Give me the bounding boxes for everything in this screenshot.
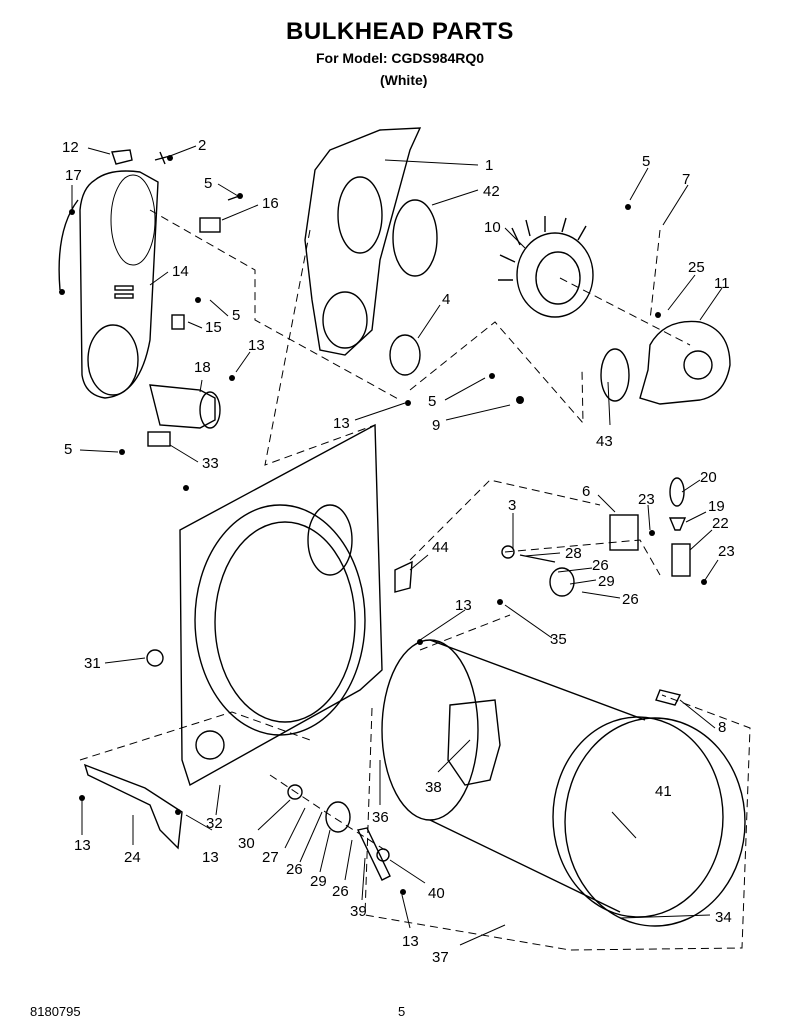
callout-5: 5 <box>642 153 650 170</box>
callout-20: 20 <box>700 469 717 486</box>
callout-4: 4 <box>442 291 450 308</box>
callout-37: 37 <box>432 949 449 966</box>
callout-18: 18 <box>194 359 211 376</box>
callout-33: 33 <box>202 455 219 472</box>
callout-25: 25 <box>688 259 705 276</box>
callout-26: 26 <box>592 557 609 574</box>
callout-40: 40 <box>428 885 445 902</box>
callout-26: 26 <box>332 883 349 900</box>
callout-27: 27 <box>262 849 279 866</box>
callout-22: 22 <box>712 515 729 532</box>
callout-34: 34 <box>715 909 732 926</box>
seal-42 <box>392 199 438 277</box>
callout-42: 42 <box>483 183 500 200</box>
nut-31 <box>146 649 164 667</box>
callout-13: 13 <box>202 849 219 866</box>
callout-5: 5 <box>204 175 212 192</box>
callout-41: 41 <box>655 783 672 800</box>
callout-26: 26 <box>622 591 639 608</box>
callout-17: 17 <box>65 167 82 184</box>
document-number: 8180795 <box>30 1004 81 1019</box>
callout-15: 15 <box>205 319 222 336</box>
callout-5: 5 <box>232 307 240 324</box>
arm-39 <box>356 827 391 881</box>
bracket-22 <box>671 543 691 577</box>
callout-13: 13 <box>402 933 419 950</box>
front-panel-part <box>58 170 159 399</box>
gasket-44 <box>394 560 413 593</box>
bracket-16 <box>199 217 221 233</box>
callout-7: 7 <box>682 171 690 188</box>
callout-13: 13 <box>455 597 472 614</box>
callout-19: 19 <box>708 498 725 515</box>
clip-8 <box>655 689 682 706</box>
callout-11: 11 <box>714 275 730 292</box>
seal-34 <box>564 717 746 927</box>
callout-30: 30 <box>238 835 255 852</box>
callout-29: 29 <box>598 573 615 590</box>
page-title: BULKHEAD PARTS <box>286 18 514 45</box>
wire-harness-18 <box>149 384 221 429</box>
callout-14: 14 <box>172 263 189 280</box>
callout-23: 23 <box>638 491 655 508</box>
rail-24 <box>83 763 183 850</box>
sensor-20 <box>669 477 685 507</box>
callout-35: 35 <box>550 631 567 648</box>
washer-30 <box>287 784 303 800</box>
callout-24: 24 <box>124 849 141 866</box>
roller-29b <box>325 801 351 833</box>
callout-8: 8 <box>718 719 726 736</box>
page-number: 5 <box>398 1004 406 1019</box>
callout-3: 3 <box>508 497 516 514</box>
roller-29 <box>549 567 575 597</box>
color-line: (White) <box>380 72 428 88</box>
washer-40 <box>376 848 390 862</box>
callout-16: 16 <box>262 195 279 212</box>
seal-43 <box>600 348 630 402</box>
blower-housing-part <box>639 320 731 405</box>
callout-32: 32 <box>206 815 223 832</box>
bracket-33 <box>147 431 171 447</box>
callout-23: 23 <box>718 543 735 560</box>
callout-10: 10 <box>484 219 501 236</box>
callout-12: 12 <box>62 139 79 156</box>
washer-3 <box>501 545 515 559</box>
callout-13: 13 <box>74 837 91 854</box>
callout-31: 31 <box>84 655 101 672</box>
callout-9: 9 <box>432 417 440 434</box>
callout-6: 6 <box>582 483 590 500</box>
callout-38: 38 <box>425 779 442 796</box>
callout-29: 29 <box>310 873 327 890</box>
callout-36: 36 <box>372 809 389 826</box>
bulkhead-part <box>179 423 383 787</box>
callout-44: 44 <box>432 539 449 556</box>
blower-wheel-part <box>498 216 594 318</box>
callout-39: 39 <box>350 903 367 920</box>
callout-5: 5 <box>64 441 72 458</box>
seal-4 <box>389 334 421 376</box>
bracket-12 <box>111 149 133 165</box>
clip-15 <box>171 314 185 330</box>
clip-19 <box>668 517 687 531</box>
callout-26: 26 <box>286 861 303 878</box>
thermal-fuse-6 <box>609 514 639 551</box>
callout-5: 5 <box>428 393 436 410</box>
callout-13: 13 <box>333 415 350 432</box>
callout-43: 43 <box>596 433 613 450</box>
callout-13: 13 <box>248 337 265 354</box>
model-line: For Model: CGDS984RQ0 <box>315 50 485 66</box>
callout-28: 28 <box>565 545 582 562</box>
duct-panel-part <box>304 127 422 356</box>
callout-1: 1 <box>485 157 493 174</box>
callout-2: 2 <box>198 137 206 154</box>
